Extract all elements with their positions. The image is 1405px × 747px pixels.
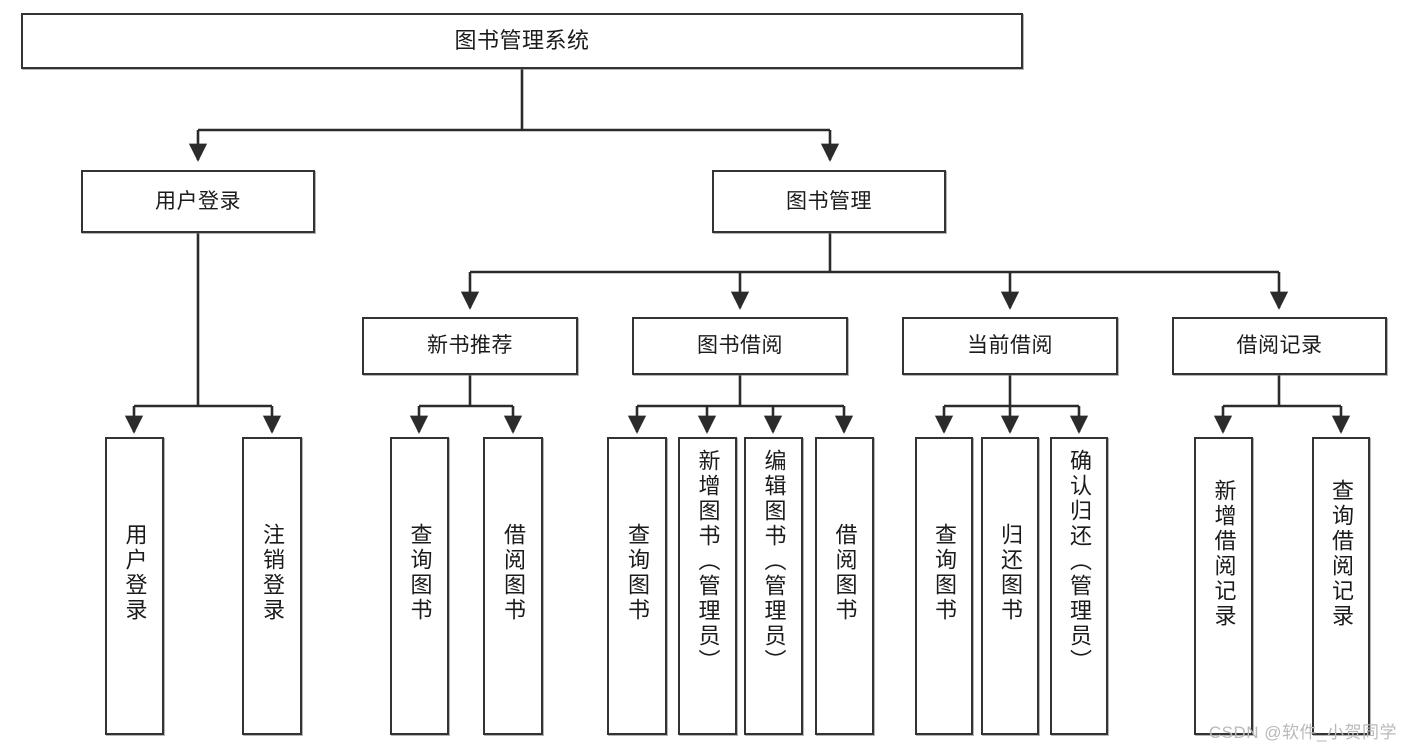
leaf-query-borrow-record[interactable]: 查询借阅记录 xyxy=(1312,437,1370,735)
node-label: 确认归还（管理员） xyxy=(1067,449,1092,674)
node-label: 借阅图书 xyxy=(501,523,526,623)
node-borrow-record[interactable]: 借阅记录 xyxy=(1172,317,1387,375)
leaf-add-borrow-record[interactable]: 新增借阅记录 xyxy=(1194,437,1253,735)
leaf-confirm-return-admin[interactable]: 确认归还（管理员） xyxy=(1050,437,1108,735)
leaf-query-book-recommend[interactable]: 查询图书 xyxy=(390,437,449,735)
leaf-add-book-admin[interactable]: 新增图书（管理员） xyxy=(678,437,737,735)
node-book-borrow[interactable]: 图书借阅 xyxy=(632,317,848,375)
node-label: 查询图书 xyxy=(625,523,650,623)
node-current-borrow[interactable]: 当前借阅 xyxy=(902,317,1118,375)
leaf-user-login[interactable]: 用户登录 xyxy=(105,437,164,735)
node-label: 注销登录 xyxy=(260,523,285,623)
node-label: 查询图书 xyxy=(932,523,957,623)
node-label: 图书借阅 xyxy=(697,334,783,358)
node-label: 图书管理 xyxy=(786,189,872,213)
node-label: 用户登录 xyxy=(155,189,241,213)
node-label: 新增图书（管理员） xyxy=(695,449,721,674)
leaf-query-book-current[interactable]: 查询图书 xyxy=(915,437,973,735)
node-label: 新书推荐 xyxy=(427,334,513,358)
node-label: 用户登录 xyxy=(122,523,148,623)
node-label: 新增借阅记录 xyxy=(1211,479,1237,629)
node-label: 借阅记录 xyxy=(1236,334,1323,358)
leaf-return-book[interactable]: 归还图书 xyxy=(981,437,1039,735)
leaf-borrow-book-recommend[interactable]: 借阅图书 xyxy=(483,437,543,735)
node-book-manage[interactable]: 图书管理 xyxy=(712,170,946,233)
node-label: 借阅图书 xyxy=(832,523,858,623)
node-label: 图书管理系统 xyxy=(454,27,590,53)
watermark-text: CSDN @软件_小贺同学 xyxy=(1208,723,1397,742)
node-label: 查询借阅记录 xyxy=(1329,479,1354,629)
leaf-borrow-book[interactable]: 借阅图书 xyxy=(815,437,874,735)
node-root-book-management-system[interactable]: 图书管理系统 xyxy=(21,13,1023,69)
node-new-book-recommend[interactable]: 新书推荐 xyxy=(362,317,578,375)
node-label: 归还图书 xyxy=(998,523,1023,623)
leaf-user-logout[interactable]: 注销登录 xyxy=(242,437,302,735)
node-label: 编辑图书（管理员） xyxy=(761,449,787,674)
node-label: 当前借阅 xyxy=(967,334,1053,358)
node-label: 查询图书 xyxy=(407,523,433,623)
leaf-edit-book-admin[interactable]: 编辑图书（管理员） xyxy=(744,437,803,735)
leaf-query-book-borrow[interactable]: 查询图书 xyxy=(607,437,667,735)
node-user-login[interactable]: 用户登录 xyxy=(81,170,315,233)
